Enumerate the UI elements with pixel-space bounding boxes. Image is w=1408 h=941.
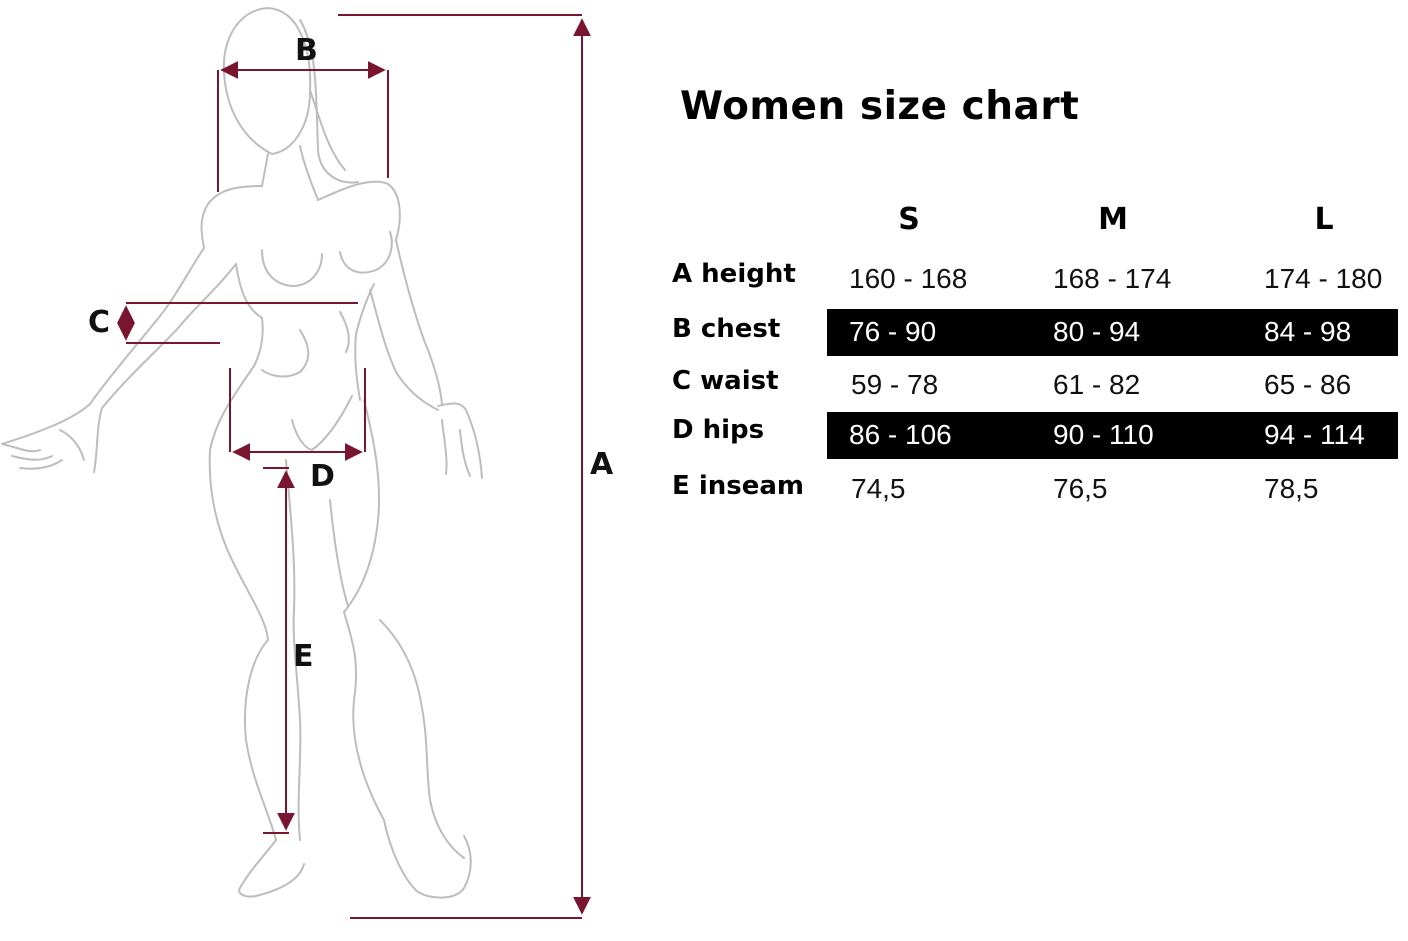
measure-label-d: D	[310, 459, 335, 494]
cell-height-s: 160 - 168	[849, 263, 968, 294]
measure-line-c	[117, 302, 358, 344]
measure-line-e	[263, 467, 295, 834]
measure-label-b: B	[295, 33, 318, 68]
measure-line-a	[338, 14, 591, 919]
cell-inseam-s: 74,5	[851, 473, 906, 504]
row-label-hips: D hips	[672, 415, 765, 445]
row-band-hips	[827, 412, 1398, 459]
row-label-height: A height	[672, 259, 796, 289]
cell-chest-l: 84 - 98	[1264, 316, 1352, 347]
row-band-chest	[827, 309, 1398, 356]
cell-waist-l: 65 - 86	[1264, 369, 1352, 400]
cell-inseam-m: 76,5	[1053, 473, 1108, 504]
measure-line-d	[229, 368, 366, 461]
size-header-s: S	[898, 202, 920, 237]
body-figure-illustration: B C D E A	[0, 0, 640, 936]
cell-hips-m: 90 - 110	[1053, 419, 1154, 450]
measure-label-a: A	[590, 447, 614, 482]
cell-waist-m: 61 - 82	[1053, 369, 1141, 400]
size-header-l: L	[1314, 202, 1334, 237]
row-label-waist: C waist	[672, 366, 779, 396]
cell-height-l: 174 - 180	[1264, 263, 1383, 294]
measure-label-c: C	[88, 305, 111, 340]
row-label-chest: B chest	[672, 314, 781, 344]
size-header-m: M	[1098, 202, 1128, 237]
chart-title: Women size chart	[680, 84, 1080, 129]
measure-label-e: E	[293, 639, 314, 674]
cell-chest-s: 76 - 90	[849, 316, 937, 347]
cell-hips-s: 86 - 106	[849, 419, 952, 450]
cell-waist-s: 59 - 78	[851, 369, 939, 400]
cell-chest-m: 80 - 94	[1053, 316, 1141, 347]
cell-height-m: 168 - 174	[1053, 263, 1172, 294]
figure-sketch	[1, 7, 483, 899]
row-label-inseam: E inseam	[672, 471, 804, 501]
cell-inseam-l: 78,5	[1264, 473, 1319, 504]
cell-hips-l: 94 - 114	[1264, 419, 1365, 450]
measure-line-b	[217, 61, 389, 192]
